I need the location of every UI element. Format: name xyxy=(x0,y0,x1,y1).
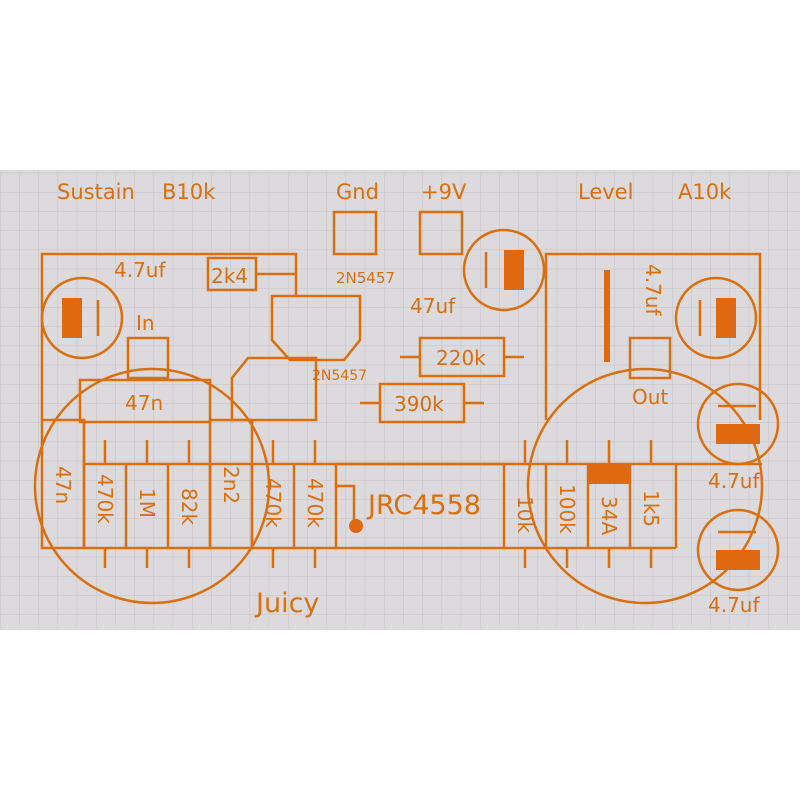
resistor-1m-label: 1M xyxy=(135,488,159,518)
level-label: Level xyxy=(578,180,633,204)
cap-4.7uf-right-1-stripe xyxy=(716,424,760,444)
resistor-2k4-label: 2k4 xyxy=(211,264,248,288)
cap-47uf-outline xyxy=(462,228,546,312)
diode-34a-band xyxy=(588,464,630,484)
transistor-q2-label: 2N5457 xyxy=(312,368,367,384)
cap-4.7uf-top-left-stripe xyxy=(62,298,82,338)
transistor-q1-label: 2N5457 xyxy=(336,269,395,287)
gnd-label: Gnd xyxy=(336,180,379,204)
cap-4.7uf-right-1-label: 4.7uf xyxy=(708,469,760,493)
out-label: Out xyxy=(632,385,668,409)
v9-pad xyxy=(418,210,464,256)
cap-4.7uf-right-2-label: 4.7uf xyxy=(708,593,760,617)
resistor-1k5-label: 1k5 xyxy=(639,490,663,527)
resistor-10k-label: 10k xyxy=(513,496,537,533)
ic-label: JRC4558 xyxy=(366,490,481,521)
transistor-q2-body xyxy=(230,356,318,422)
transistor-q1-body xyxy=(270,294,362,362)
resistor-470k-a-label: 470k xyxy=(93,474,117,524)
cap-4.7uf-top-left-label: 4.7uf xyxy=(114,258,166,282)
v9-label: +9V xyxy=(421,180,467,204)
cap-47n-vertical-label: 47n xyxy=(51,466,75,504)
cap-4.7uf-top-right-stripe xyxy=(716,298,736,338)
resistor-470k-b-label: 470k xyxy=(261,478,285,528)
cap-4.7uf-right-1-outline xyxy=(696,382,780,466)
out-pad xyxy=(628,336,672,380)
resistor-390k-label: 390k xyxy=(394,392,444,416)
cap-4.7uf-right-2-stripe xyxy=(716,550,760,570)
resistor-470k-c-label: 470k xyxy=(303,478,327,528)
level-pot-outline xyxy=(526,367,764,605)
ic-pin1-dot xyxy=(349,519,363,533)
cap-47n-horizontal-body xyxy=(78,378,212,424)
resistor-82k-label: 82k xyxy=(177,488,201,525)
cap-47uf-stripe xyxy=(504,250,524,290)
board-grid xyxy=(0,170,800,630)
gnd-pad xyxy=(332,210,378,256)
wire-link-vertical xyxy=(604,270,610,362)
resistor-220k-label: 220k xyxy=(436,346,486,370)
level-value: A10k xyxy=(678,180,732,204)
cap-47uf-label: 47uf xyxy=(410,294,456,318)
cap-4.7uf-right-2-outline xyxy=(696,508,780,592)
right-board-outline xyxy=(544,252,762,420)
diode-34a-label: 34A xyxy=(597,496,621,535)
sustain-label: Sustain xyxy=(57,180,135,204)
in-label: In xyxy=(136,311,155,335)
sustain-value: B10k xyxy=(162,180,216,204)
cap-47n-horizontal-label: 47n xyxy=(125,391,163,415)
cap-4.7uf-top-right-label: 4.7uf xyxy=(641,264,665,316)
cap-2n2-label: 2n2 xyxy=(219,466,243,504)
ic-jrc4558-body xyxy=(334,462,506,550)
ic-notch xyxy=(336,484,356,526)
sustain-pot-outline xyxy=(33,367,271,605)
board-title: Juicy xyxy=(254,588,319,619)
cap-4.7uf-top-left-outline xyxy=(40,276,124,360)
resistor-100k-label: 100k xyxy=(555,484,579,534)
cap-4.7uf-top-right-outline xyxy=(674,276,758,360)
